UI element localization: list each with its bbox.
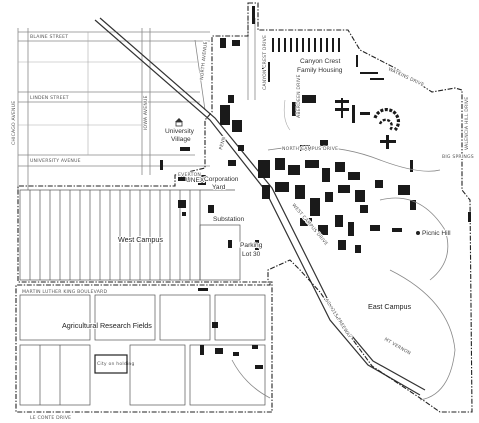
street-mlk: MARTIN LUTHER KING BOULEVARD: [22, 289, 107, 295]
buildings-core: [258, 95, 471, 253]
street-blaine: BLAINE STREET: [30, 34, 68, 40]
label-canyon-crest: Canyon Crest: [300, 58, 340, 65]
street-university: UNIVERSITY AVENUE: [30, 158, 81, 164]
street-mt-vernon: MT VERNON: [383, 337, 412, 357]
label-east-campus: East Campus: [368, 302, 412, 311]
city-holding-box: [94, 354, 128, 374]
residence-halls: [373, 108, 400, 132]
label-family-housing: Family Housing: [297, 67, 343, 74]
street-north-avenue: NORTH AVENUE: [199, 41, 209, 80]
label-west-campus: West Campus: [118, 235, 163, 244]
ag-fields-plots: [19, 294, 266, 406]
east-campus-loop: [389, 269, 456, 401]
label-parking-1: Parking: [240, 242, 263, 249]
street-watkins: WATKINS DRIVE: [387, 66, 425, 88]
house-icon: [175, 118, 183, 127]
street-pennsylvania: PENN: [218, 136, 227, 150]
street-big-springs: BIG SPRINGS: [442, 154, 474, 160]
picnic-hill-road: [379, 197, 449, 281]
label-city-holding: City on holding: [97, 361, 135, 367]
campus-boundary: [15, 2, 473, 413]
street-chicago: CHICAGO AVENUE: [11, 101, 17, 145]
label-corp-yard-2: Yard: [212, 184, 226, 191]
freeway: [94, 17, 426, 396]
west-campus-fields: [19, 189, 241, 281]
label-unex: UNEX: [186, 177, 205, 184]
aberdeen-curve: [283, 99, 291, 131]
street-canyon-crest: CANYON CREST DRIVE: [262, 35, 268, 90]
label-university-village-1: University: [165, 128, 195, 135]
label-substation: Substation: [213, 216, 244, 223]
ag-curve-road: [231, 359, 271, 399]
street-le-conte: LE CONTE DRIVE: [30, 415, 71, 421]
buildings-family-housing: [220, 6, 384, 82]
street-freeway: 60 / 215 FREEWAY: [323, 298, 352, 340]
label-ag-fields: Agricultural Research Fields: [62, 321, 152, 330]
picnic-hill-marker: [416, 231, 420, 235]
label-parking-2: Lot 30: [242, 251, 261, 258]
label-corp-yard-1: Corporation: [204, 176, 239, 183]
street-grid: [17, 28, 210, 190]
north-campus-loop: [267, 146, 441, 172]
street-valencia-hill: VALENCIA HILL DRIVE: [464, 97, 470, 150]
label-university-village-2: Village: [171, 136, 191, 143]
street-iowa: IOWA AVENUE: [143, 95, 149, 130]
street-aberdeen: ABERDEEN DRIVE: [296, 74, 302, 118]
buildings-ag: [198, 288, 263, 369]
label-picnic-hill: Picnic Hill: [422, 230, 451, 237]
street-north-campus: NORTH CAMPUS DRIVE: [282, 146, 338, 152]
street-west-campus-drive: WEST CAMPUS DRIVE: [290, 202, 329, 246]
buildings-west: [160, 95, 259, 250]
street-linden: LINDEN STREET: [30, 95, 69, 101]
street-everton: EVERTON: [178, 172, 201, 178]
